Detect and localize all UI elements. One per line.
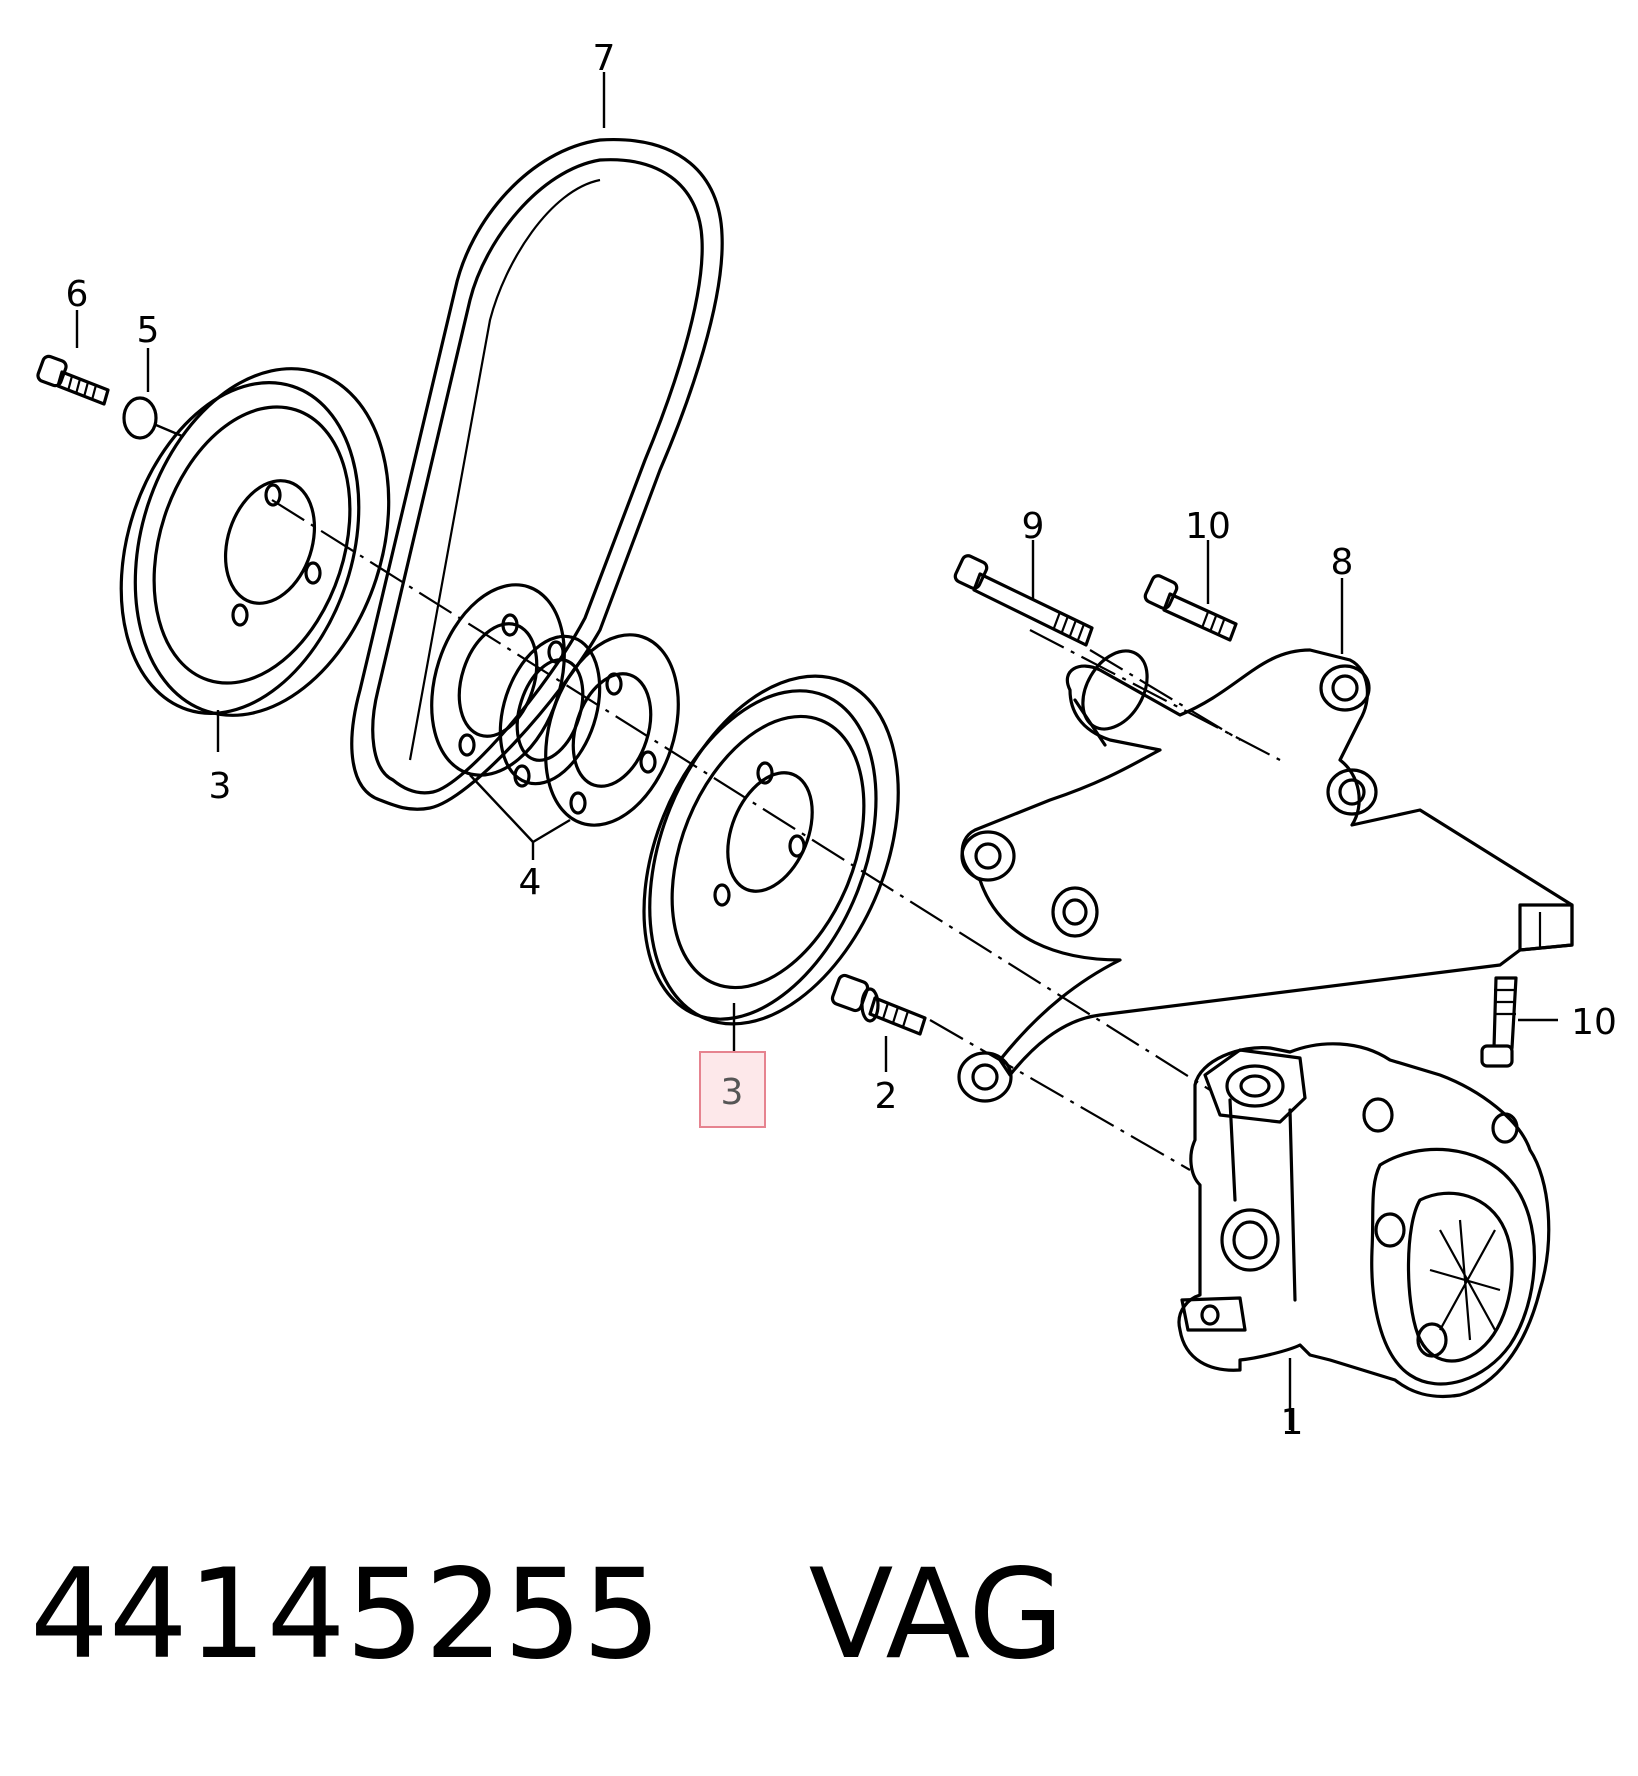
callout-3-left[interactable]: 3 xyxy=(209,766,232,807)
callout-5[interactable]: 5 xyxy=(137,310,160,351)
pulley-left xyxy=(119,367,391,717)
mount-axis-upper xyxy=(1029,629,1281,761)
drive-belt xyxy=(350,137,724,811)
callout-9[interactable]: 9 xyxy=(1022,506,1045,547)
callout-2[interactable]: 2 xyxy=(875,1076,898,1117)
callout-4[interactable]: 4 xyxy=(519,862,542,903)
part-number: 44145255 xyxy=(30,1543,662,1687)
brand-name: VAG xyxy=(808,1543,1065,1687)
bolt-2 xyxy=(830,973,927,1036)
callout-10-top[interactable]: 10 xyxy=(1185,506,1231,547)
bolt-9-axis xyxy=(1089,649,1241,741)
bolt-9 xyxy=(953,554,1094,647)
callout-1[interactable]: 1 xyxy=(1281,1402,1304,1443)
bolt-10-right xyxy=(1480,976,1518,1068)
leader-lines xyxy=(75,72,1558,1430)
mount-axis-lower xyxy=(929,1019,1191,1171)
bolt-6 xyxy=(36,354,110,406)
power-steering-pump xyxy=(1177,1042,1551,1399)
mounting-bracket xyxy=(957,648,1574,1103)
callout-8[interactable]: 8 xyxy=(1331,542,1354,583)
spacer-flanges xyxy=(430,583,680,827)
pulley-right xyxy=(642,674,900,1026)
callout-10-right[interactable]: 10 xyxy=(1571,1002,1617,1043)
centre-axis xyxy=(271,499,1211,1091)
footer: 44145255 VAG xyxy=(30,1540,1064,1690)
callout-6[interactable]: 6 xyxy=(66,274,89,315)
bolt-10-top xyxy=(1143,574,1238,642)
callout-3-highlighted[interactable]: 3 xyxy=(721,1072,744,1113)
washer xyxy=(122,396,158,440)
callout-7[interactable]: 7 xyxy=(593,38,616,79)
highlight-box xyxy=(699,1051,766,1128)
